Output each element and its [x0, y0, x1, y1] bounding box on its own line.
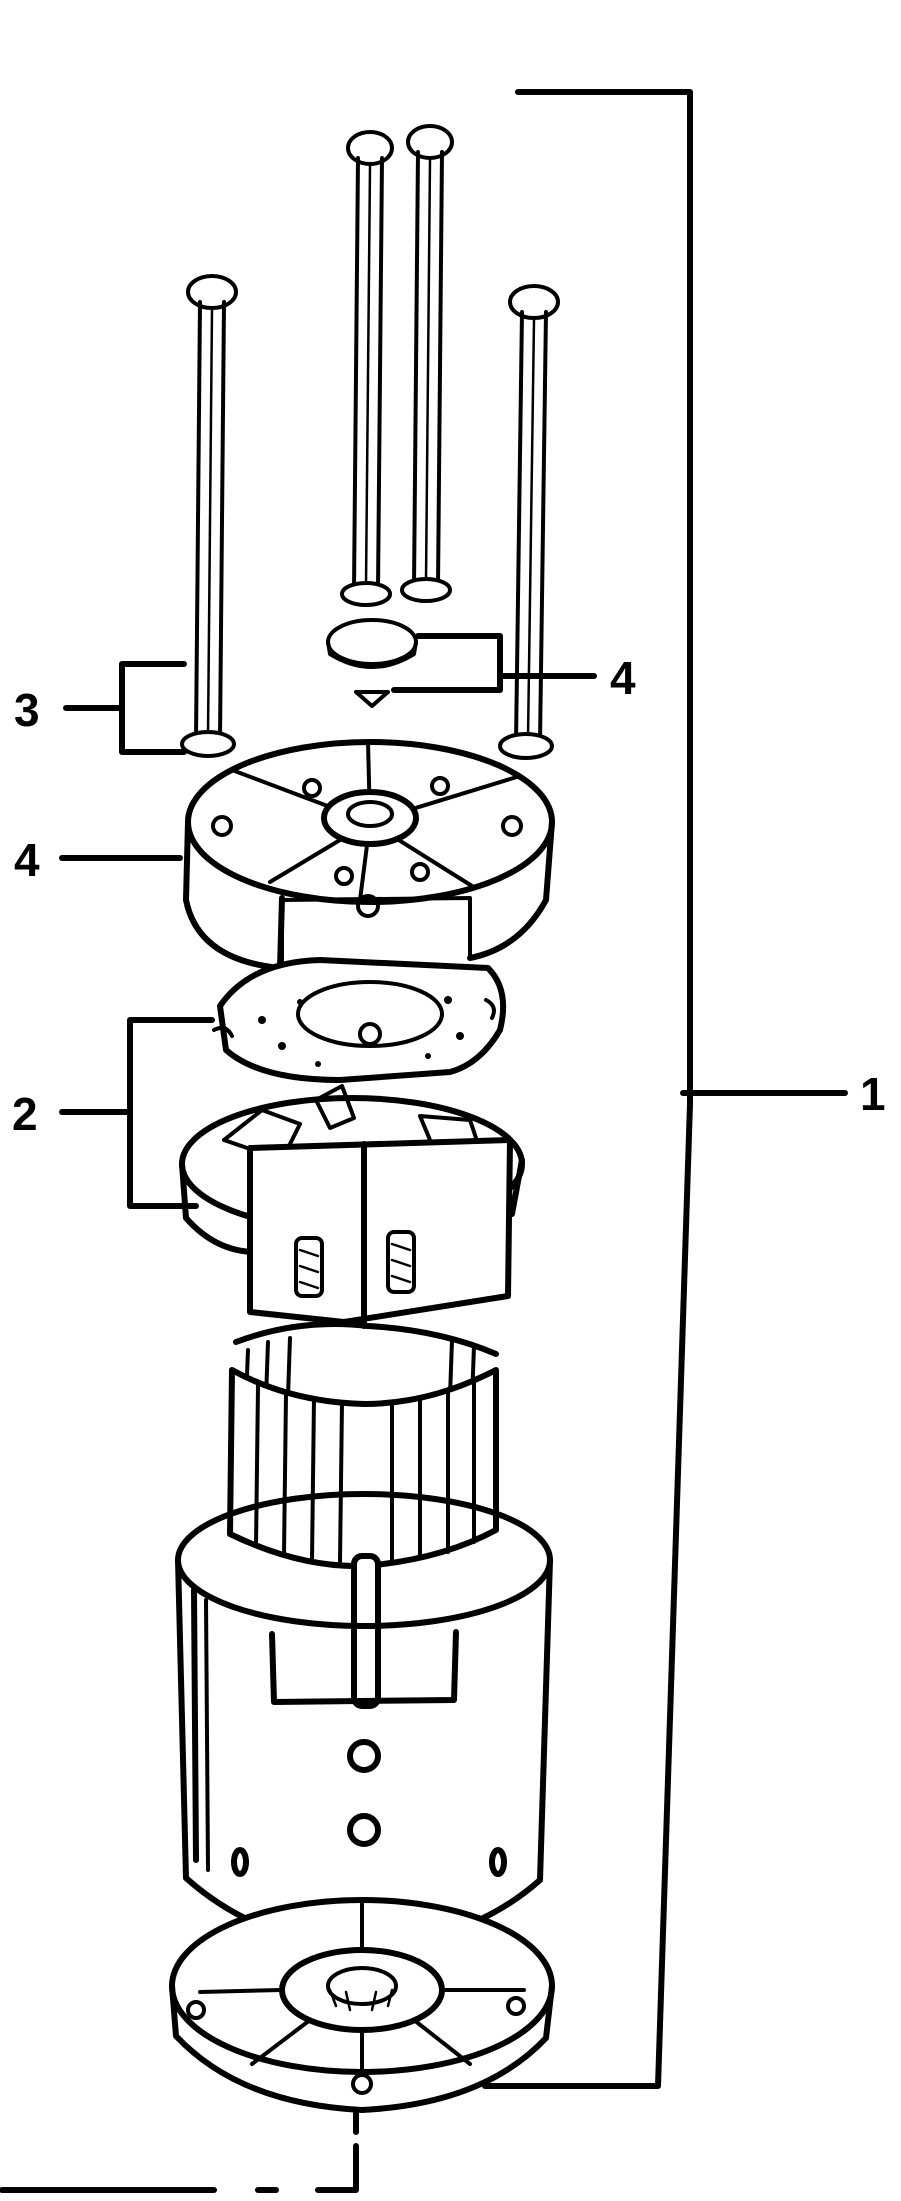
- callout-2-bracket: [59, 1017, 215, 1209]
- callout-label-4-frame: 4: [14, 834, 40, 886]
- bearing-cap: [326, 618, 418, 708]
- through-bolts: [180, 124, 560, 760]
- through-bolt-center-right: [400, 124, 454, 603]
- drive-end-frame: [169, 1897, 555, 2113]
- centerline-dash: [0, 2109, 359, 2193]
- through-bolt-left: [180, 274, 238, 758]
- callout-3-bracket: [63, 661, 187, 755]
- callout-label-2: 2: [12, 1088, 38, 1140]
- callout-label-1: 1: [860, 1068, 886, 1120]
- end-frame: [183, 739, 555, 971]
- callout-label-3: 3: [14, 684, 40, 736]
- through-bolt-center-left: [340, 130, 394, 607]
- callout-4-cap-bracket: [391, 633, 597, 693]
- brush-holder-assembly: [179, 1084, 525, 1329]
- armature: [227, 1321, 499, 1709]
- through-bolt-right: [498, 284, 560, 760]
- callout-1-bracket: [482, 89, 848, 2089]
- callout-label-4-cap: 4: [610, 652, 636, 704]
- brush-plate: [212, 957, 507, 1083]
